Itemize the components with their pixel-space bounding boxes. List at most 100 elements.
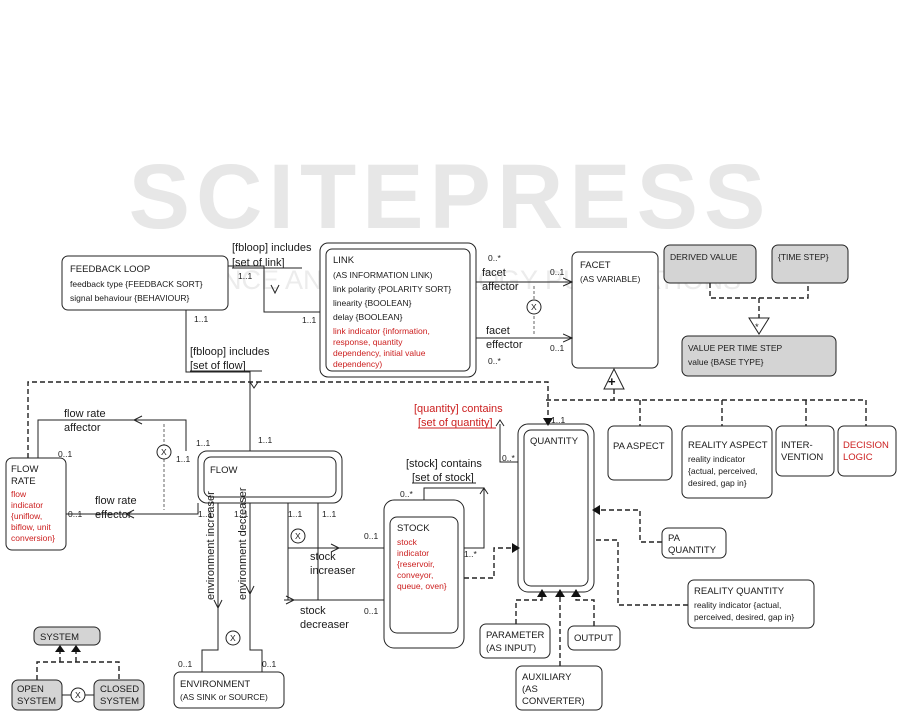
- flow-rate-box: FLOW RATE flow indicator {uniflow, biflo…: [5, 457, 67, 551]
- env-decreaser-label: environment decreaser: [237, 487, 249, 600]
- stock-indicator-5: queue, oven}: [397, 581, 447, 591]
- facet-box: FACET (AS VARIABLE): [571, 251, 659, 369]
- facet-effector-mult-2: 0..1: [550, 343, 564, 353]
- decision-logic-box: DECISION LOGIC: [837, 425, 897, 477]
- parameter-title-1: PARAMETER: [486, 630, 545, 641]
- facet-effector-label-1: facet: [486, 325, 510, 337]
- stock-self-caret: [479, 487, 489, 495]
- facet-effector-mult-1: 0..*: [488, 356, 501, 366]
- flow-rate-effector-mult-1: 0..1: [68, 509, 82, 519]
- pa-quantity-title-2: QUANTITY: [668, 545, 717, 556]
- link-attr-linearity: linearity {BOOLEAN}: [333, 298, 412, 308]
- intervention-box: INTER- VENTION: [775, 425, 835, 477]
- stock-dec-mult-2: 0..1: [364, 606, 378, 616]
- reality-quantity-connector: [594, 539, 688, 606]
- flow-title: FLOW: [210, 465, 237, 476]
- value-per-time-step-attr: value {BASE TYPE}: [688, 357, 764, 367]
- flow-rate-indicator-4: biflow, unit: [11, 522, 51, 532]
- flow-box: FLOW: [197, 450, 343, 504]
- env-xor-icon: [225, 630, 241, 646]
- env-increaser-arrow: [213, 599, 223, 610]
- stock-indicator-3: {reservoir,: [397, 559, 435, 569]
- parameter-title-2: (AS INPUT): [486, 643, 536, 654]
- fbloop-flow-caret: [249, 381, 259, 389]
- system-gen-arrow-1: [55, 645, 65, 652]
- stock-increaser-arrow: [330, 543, 341, 553]
- facet-xor-icon: [526, 299, 542, 315]
- stock-decreaser-label-2: decreaser: [300, 619, 349, 631]
- fbloop-flow-mult-2: 1..1: [258, 435, 272, 445]
- pa-quantity-connector: [594, 509, 662, 543]
- auxiliary-title-2: (AS: [522, 684, 538, 695]
- stock-to-quantity-arrow: [512, 543, 520, 553]
- environment-title-1: ENVIRONMENT: [180, 679, 250, 690]
- stock-self-mult-1: 0..*: [400, 489, 413, 499]
- time-step-title: {TIME STEP}: [778, 252, 829, 262]
- derived-value-title: DERIVED VALUE: [670, 252, 738, 262]
- reality-quantity-attr-2: perceived, desired, gap in}: [694, 612, 794, 622]
- env-increaser-line: [201, 503, 219, 672]
- env-dec-mult: 0..1: [262, 659, 276, 669]
- reality-aspect-box: REALITY ASPECT reality indicator {actual…: [681, 425, 773, 499]
- system-title: SYSTEM: [40, 632, 79, 643]
- facet-effector-label-2: effector: [486, 339, 523, 351]
- link-box: LINK (AS INFORMATION LINK) link polarity…: [319, 242, 477, 378]
- stock-self-mult-2: 1..*: [464, 549, 477, 559]
- flow-rate-indicator-5: conversion}: [11, 533, 55, 543]
- link-attr-polarity: link polarity {POLARITY SORT}: [333, 284, 451, 294]
- pa-aspect-box: PA ASPECT: [607, 425, 673, 481]
- flow-rate-affector-mult-2: 1..1: [196, 438, 210, 448]
- auxiliary-arrow: [555, 589, 565, 597]
- env-inc-mult: 0..1: [178, 659, 192, 669]
- environment-title-2: (AS SINK or SOURCE): [180, 692, 268, 702]
- feedback-loop-box: FEEDBACK LOOP feedback type {FEEDBACK SO…: [61, 255, 229, 311]
- pa-quantity-box: PA QUANTITY: [661, 527, 727, 559]
- flow-rate-affector-line: [37, 419, 187, 458]
- stock-decreaser-arrow: [285, 595, 296, 605]
- facet-xor-label: X: [531, 302, 537, 312]
- env-xor-label: X: [230, 633, 236, 643]
- flow-rate-effector-label-2: effector: [95, 509, 132, 521]
- output-arrow: [571, 589, 581, 597]
- stock-contains-label-1: [stock] contains: [406, 458, 482, 470]
- derived-value-box: DERIVED VALUE: [663, 244, 757, 284]
- system-xor-icon: [70, 687, 86, 703]
- flow-rate-title-1: FLOW: [11, 464, 38, 475]
- pa-quantity-arrow: [592, 505, 600, 515]
- stock-indicator-2: indicator: [397, 548, 429, 558]
- flow-rate-effector-line: [66, 503, 199, 515]
- star-label: *: [755, 322, 759, 333]
- reality-quantity-attr-1: reality indicator {actual,: [694, 600, 781, 610]
- fbloop-link-mult-2: 1..1: [302, 315, 316, 325]
- facet-affector-label-2: affector: [482, 281, 519, 293]
- flow-rate-effector-label-1: flow rate: [95, 495, 137, 507]
- system-box: SYSTEM: [33, 626, 101, 646]
- stock-increaser-label-2: increaser: [310, 565, 356, 577]
- fbloop-link-mult-1: 1..1: [238, 271, 252, 281]
- quantity-box: QUANTITY: [517, 423, 595, 593]
- quantity-contains-label-1: [quantity] contains: [414, 403, 503, 415]
- flow-rate-effector-arrow: [124, 509, 135, 519]
- quantity-top-arrow: [543, 418, 553, 426]
- output-connector: [575, 592, 595, 626]
- parameter-box: PARAMETER (AS INPUT): [479, 623, 551, 659]
- env-decreaser-arrow: [245, 585, 255, 596]
- reality-aspect-attr-3: desired, gap in}: [688, 478, 747, 488]
- value-arrow-head: [748, 317, 770, 335]
- stock-title: STOCK: [397, 523, 430, 534]
- auxiliary-title-3: CONVERTER): [522, 696, 585, 707]
- quantity-self-line: [499, 424, 518, 463]
- auxiliary-box: AUXILIARY (AS CONVERTER): [515, 665, 603, 711]
- flow-rate-xor-icon: [156, 444, 172, 460]
- link-indicator-2: response, quantity: [333, 337, 403, 347]
- parameter-connector: [515, 592, 543, 624]
- system-generalization-lines: [36, 661, 120, 680]
- env-decreaser-line: [249, 503, 263, 672]
- flow-env-mult-2: 1..1: [234, 509, 248, 519]
- reality-aspect-attr-1: reality indicator: [688, 454, 745, 464]
- time-step-box: {TIME STEP}: [771, 244, 849, 284]
- facet-affector-mult-1: 0..*: [488, 253, 501, 263]
- environment-box: ENVIRONMENT (AS SINK or SOURCE): [173, 671, 285, 709]
- quantity-title: QUANTITY: [530, 436, 579, 447]
- closed-system-box: CLOSED SYSTEM: [93, 679, 145, 711]
